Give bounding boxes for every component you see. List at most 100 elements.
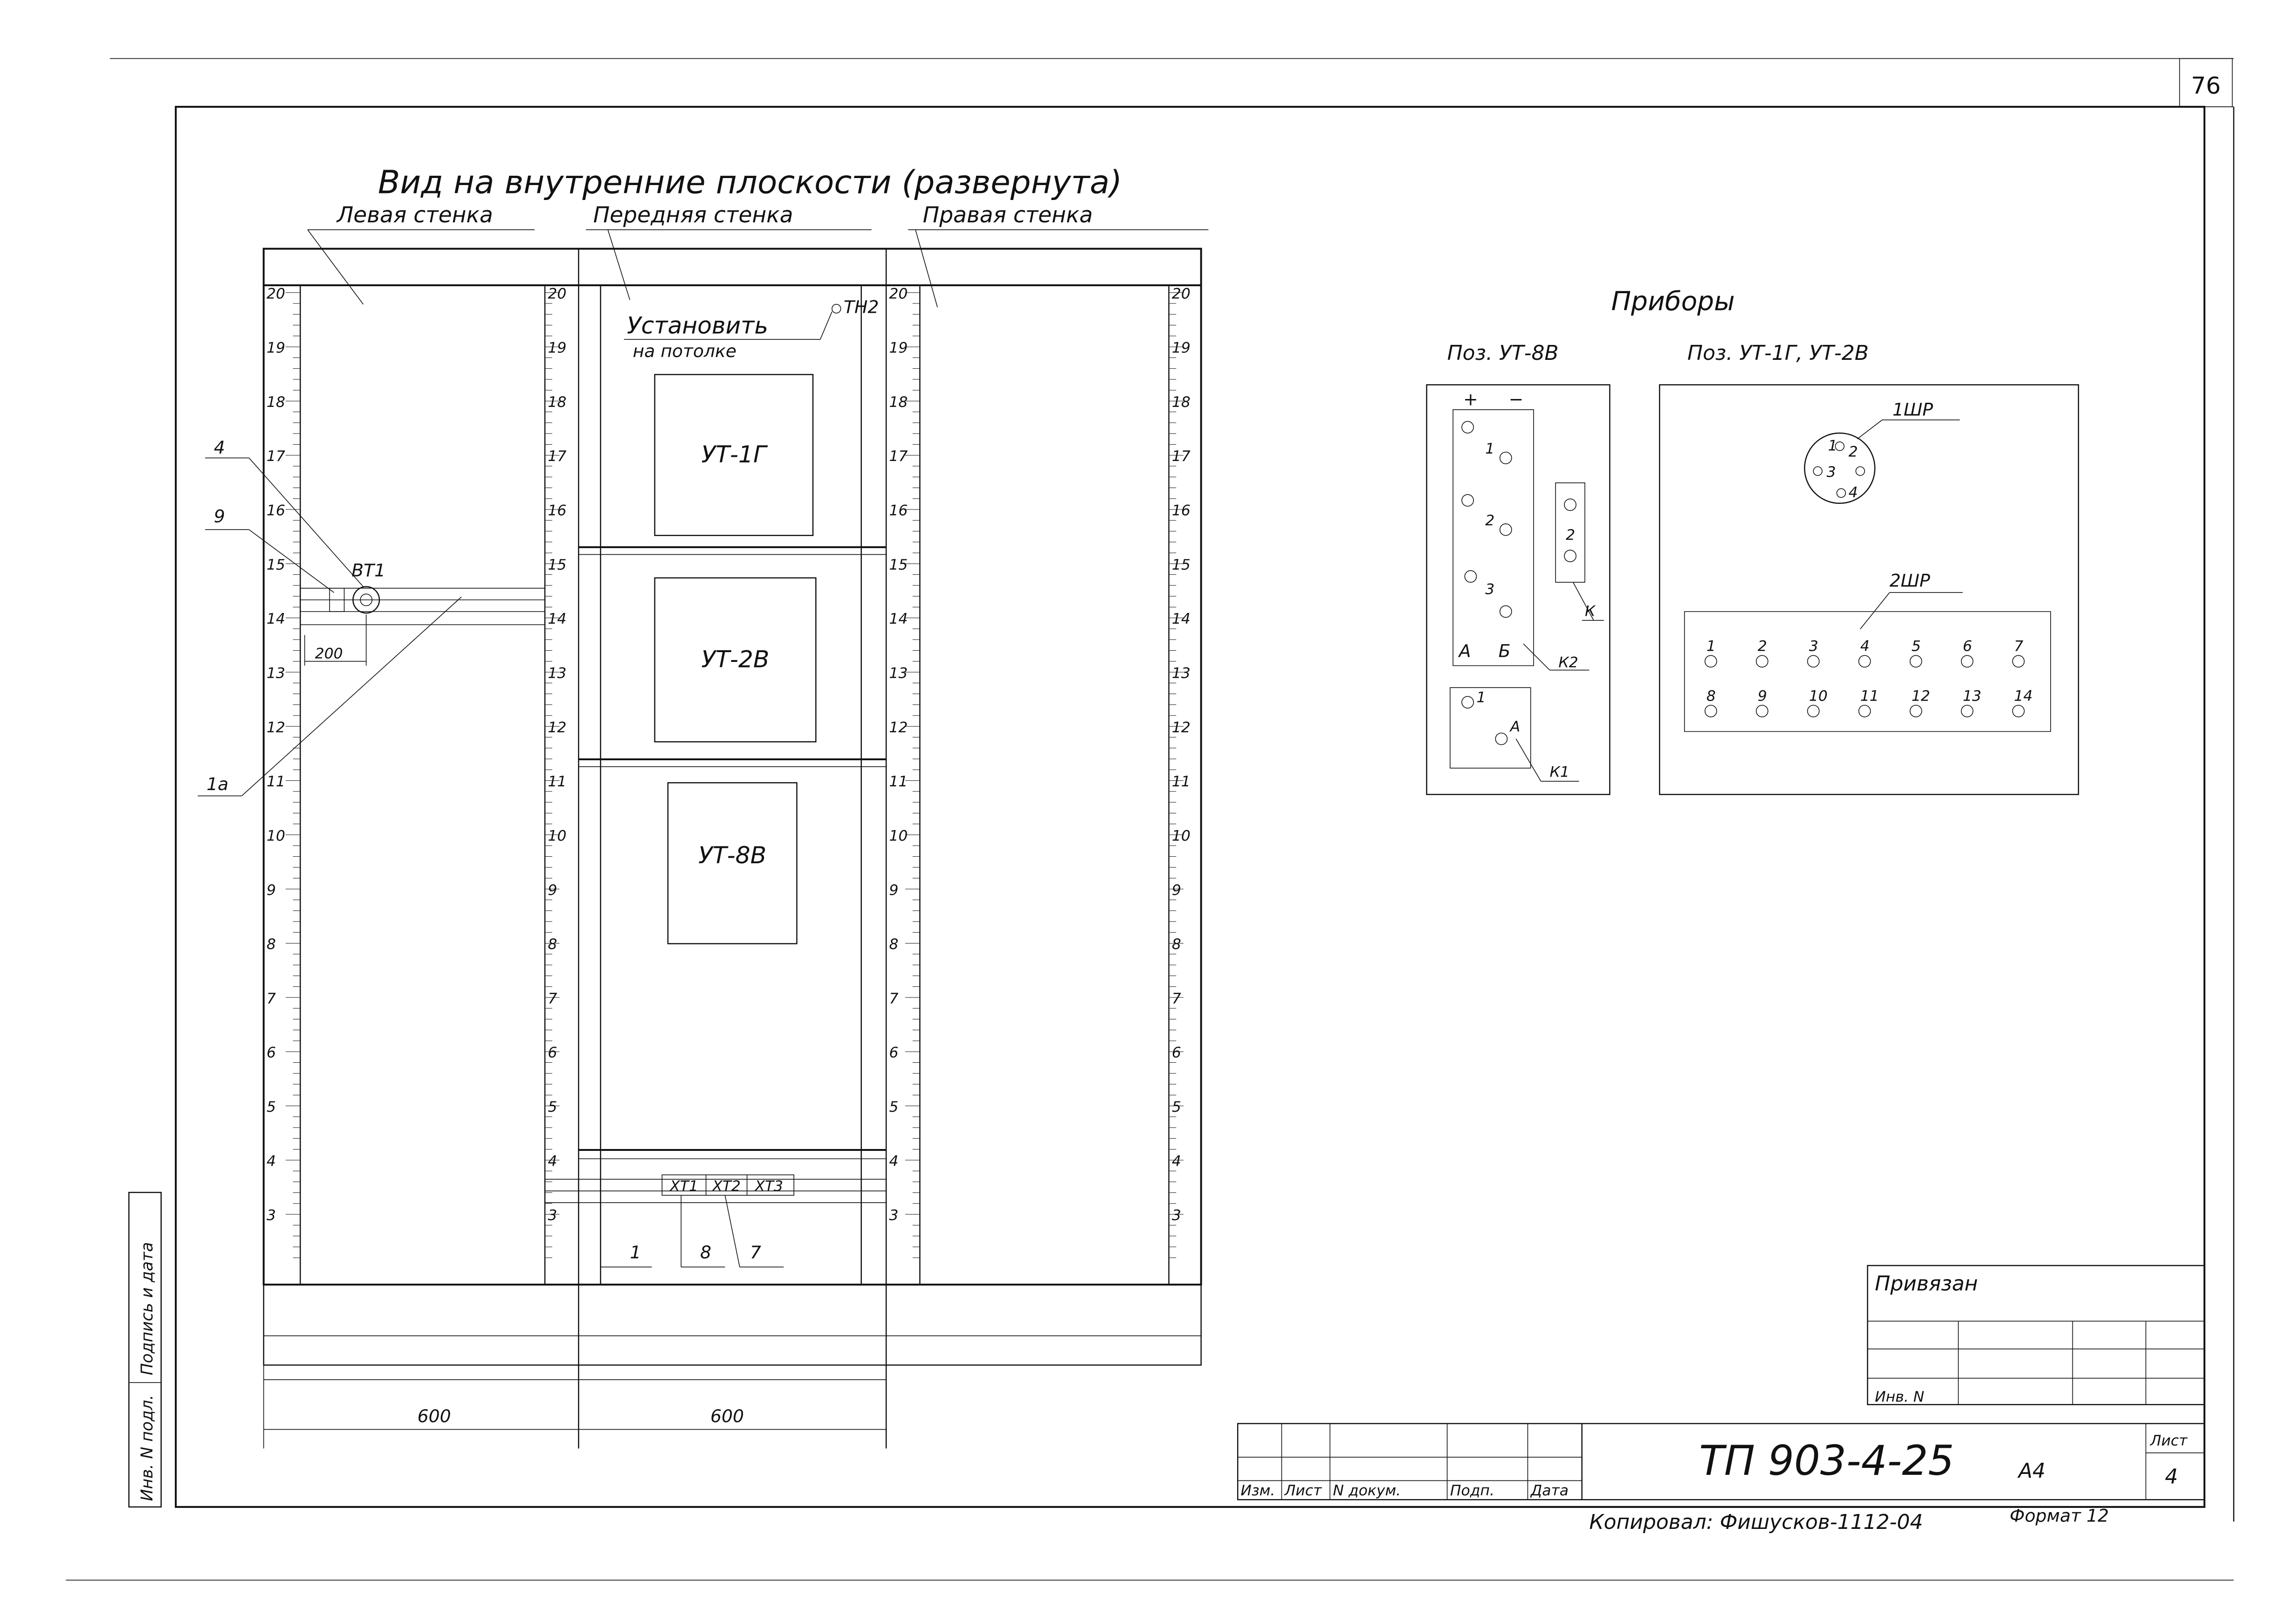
wall-left-label: Левая стенка [336,202,493,228]
pin-hole [2013,705,2024,717]
term-a: А [1458,640,1471,661]
scale-mark-label: 8 [548,936,557,953]
scale-mark-label: 7 [889,990,898,1007]
label-k1: К1 [1550,764,1569,781]
instruments-section: Приборы Поз. УТ-8В Поз. УТ-1Г, УТ-2В + −… [1427,286,2079,794]
sheet-value: 4 [2165,1465,2178,1489]
connector1-label: 1ШР [1893,399,1933,420]
scale-mark-label: 7 [267,990,276,1007]
format-label: Формат 12 [2010,1505,2109,1526]
scale-mark-label: 18 [1172,394,1191,411]
term-b: Б [1499,640,1511,661]
pin-label: 5 [1912,638,1921,655]
conn1-pin-3: 3 [1826,464,1836,481]
scale-mark-label: 12 [267,719,285,736]
pin-label: 2 [1758,638,1767,655]
scale-mark-label: 9 [889,882,898,899]
scale-mark-label: 14 [267,611,285,627]
instrument-ut-8v [1427,385,1610,794]
scale-mark-label: 20 [889,285,908,302]
pin-hole [1859,655,1871,667]
scale-mark-label: 10 [1172,827,1191,844]
scale-mark-label: 16 [267,502,285,519]
side-stamp-sign: Подпись и дата [138,1242,157,1376]
pin-hole [1705,655,1717,667]
dim-left-600: 600 [418,1406,451,1426]
scale-mark-label: 15 [267,557,285,573]
scale-mark-label: 16 [889,502,908,519]
callouts: 4 9 1а 1 8 7 [198,437,784,1267]
k-term-2: 2 [1566,527,1575,544]
scale-mark-label: 6 [267,1045,276,1061]
scale-mark-label: 17 [889,448,908,465]
scale-mark-label: 14 [889,611,908,627]
scale-mark-label: 4 [889,1153,898,1170]
panel-ut-8v-label: УТ-8В [698,841,766,869]
panel-ut-2v-label: УТ-2В [701,645,769,673]
scale-mark-label: 18 [267,394,285,411]
scale-mark-label: 5 [267,1099,276,1115]
connector2-label: 2ШР [1890,571,1930,591]
panel-ut-1g-label: УТ-1Г [702,440,768,468]
pin-hole [1808,705,1819,717]
pin-hole [1808,655,1819,667]
ceiling-note: Установить ТН2 на потолке [624,297,879,361]
instruments-right-caption: Поз. УТ-1Г, УТ-2В [1687,341,1869,365]
panel-ut-2v [655,578,816,742]
pin-hole [1756,705,1768,717]
instruments-title: Приборы [1611,286,1735,317]
title-block-header: N докум. [1333,1482,1401,1499]
binding-block: Привязан Инв. N [1867,1266,2204,1405]
title-block-header: Дата [1530,1482,1569,1499]
cabinet-outline [264,249,1201,1449]
callout-1: 1 [630,1242,641,1262]
scale-mark-label: 3 [889,1207,898,1224]
pin-hole [2013,655,2024,667]
pin-hole [1910,655,1922,667]
scale-mark-label: 11 [889,773,908,790]
pin-label: 7 [2014,638,2023,655]
panel-ut-8v [668,783,797,943]
copied-by: Копировал: Фишусков-1112-04 [1589,1510,1923,1534]
scale-mark-label: 4 [267,1153,276,1170]
scale-mark-label: 3 [1172,1207,1181,1224]
scale-mark-label: 19 [548,340,566,357]
binding-title: Привязан [1875,1272,1978,1295]
scale-mark-label: 3 [267,1207,276,1224]
scale-mark-label: 15 [1172,557,1191,573]
callout-8: 8 [700,1242,711,1262]
scale-mark-label: 5 [889,1099,898,1115]
term-3: 3 [1485,581,1494,598]
ceiling-note-line2: на потолке [633,341,736,361]
connector-2shr [1685,612,2051,731]
sheet-frame: 76 [66,59,2234,1580]
scale-mark-label: 13 [267,665,285,682]
sheet-label: Лист [2150,1432,2188,1449]
title-block-header: Изм. [1241,1482,1275,1499]
scale-mark-label: 20 [1172,285,1191,302]
scale-mark-label: 12 [889,719,908,736]
pin-hole [1859,705,1871,717]
scale-mark-label: 3 [548,1207,557,1224]
callout-9: 9 [214,506,225,527]
scale-mark-label: 8 [1172,936,1181,953]
pin-hole [1910,705,1922,717]
term-plus: + [1463,389,1478,409]
scale-mark-label: 15 [548,557,566,573]
scale-mark-label: 17 [267,448,285,465]
scale-mark-label: 12 [1172,719,1191,736]
bt1-label: ВТ1 [351,560,385,581]
scale-mark-label: 11 [1172,773,1191,790]
scale-mark-label: 10 [889,827,908,844]
scale-mark-label: 8 [889,936,898,953]
callout-7: 7 [750,1242,761,1262]
scale-mark-label: 11 [267,773,285,790]
scale-strips: 2019181716151413121110987654320191817161… [267,285,1191,1258]
pin-label: 11 [1860,688,1879,704]
scale-mark-label: 14 [1172,611,1191,627]
scale-mark-label: 9 [267,882,276,899]
conn1-pin-1: 1 [1828,438,1838,454]
pin-label: 13 [1963,688,1982,704]
